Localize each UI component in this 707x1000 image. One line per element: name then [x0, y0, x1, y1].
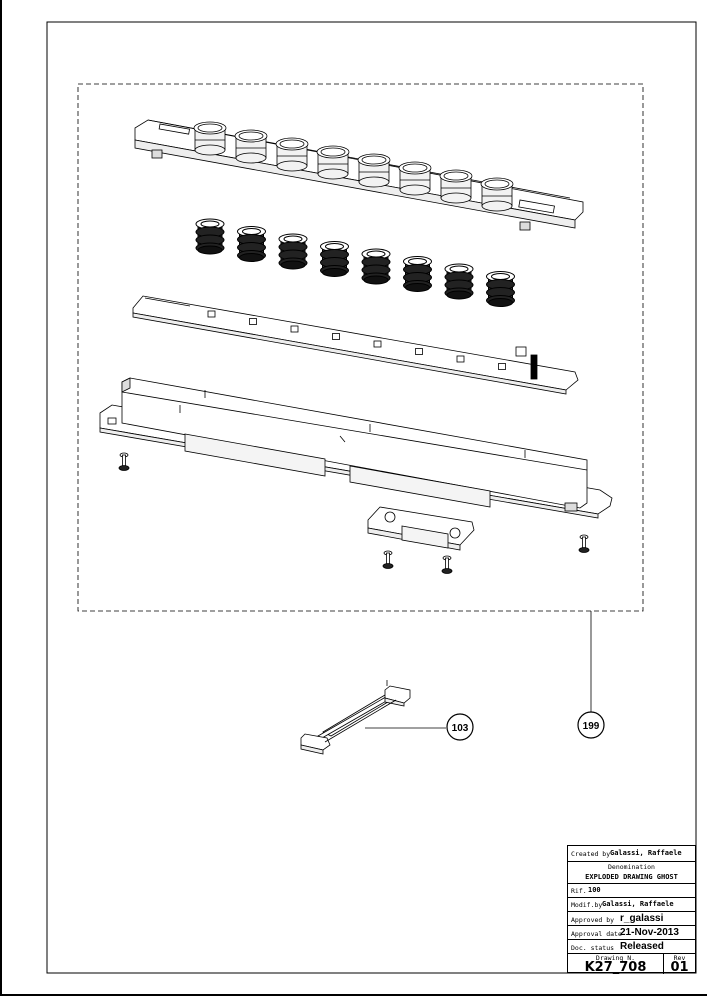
spring-cap: [237, 226, 266, 262]
spring-cap: [403, 256, 432, 292]
screw-group: [118, 452, 590, 574]
callout-103: 103: [446, 713, 474, 741]
tb-created-row: Created by Galassi, Raffaele: [568, 846, 695, 862]
screw: [441, 555, 453, 574]
tb-modified-value: Galassi, Raffaele: [602, 900, 674, 908]
title-block: Created by Galassi, Raffaele Denominatio…: [567, 845, 696, 975]
cup: [439, 169, 473, 204]
cup: [234, 129, 268, 164]
screw: [578, 534, 590, 553]
tb-rif-value: 100: [588, 886, 601, 894]
tb-status-label: Doc. status: [571, 944, 615, 952]
callout-103-label: 103: [452, 723, 469, 734]
assembly-boundary-dashed: [77, 83, 644, 612]
tb-created-value: Galassi, Raffaele: [610, 849, 682, 857]
tb-rif-row: Rif. 100: [568, 884, 695, 898]
tb-modified-row: Modif.by Galassi, Raffaele: [568, 898, 695, 912]
led-pad: [456, 355, 465, 363]
tb-created-label: Created by: [571, 850, 611, 858]
tb-approved-label: Approved by: [571, 916, 615, 924]
drawing-border: [46, 21, 697, 974]
led-pad: [207, 310, 216, 318]
spring-cap: [195, 218, 225, 255]
cup: [480, 177, 514, 212]
cup: [398, 161, 432, 196]
tb-denomination-row: Denomination EXPLODED DRAWING GHOST: [568, 862, 695, 884]
cup: [316, 145, 350, 180]
tb-denomination-label: Denomination: [608, 863, 655, 871]
cup: [193, 121, 227, 156]
spring-cap: [320, 241, 349, 277]
spring-cap: [444, 263, 474, 300]
tb-status-row: Doc. status Released: [568, 940, 695, 954]
tb-drawing-row: Drawing N. K27_708 Rev 01: [568, 954, 696, 975]
flat-cable-part: [300, 680, 411, 755]
mounting-bracket: [367, 506, 475, 551]
callout-199-label: 199: [583, 721, 600, 732]
led-pad: [498, 363, 506, 370]
pcb-strip: [132, 295, 579, 395]
spring-cap: [361, 248, 391, 285]
tb-modified-label: Modif.by: [571, 901, 603, 909]
tb-drawing-cell: Drawing N. K27_708: [568, 954, 664, 975]
led-pad: [332, 333, 340, 340]
tb-drawing-label: Drawing N.: [595, 954, 636, 962]
cup: [275, 137, 309, 172]
bottom-housing: [99, 377, 613, 519]
tb-approved-row: Approved by r_galassi: [568, 912, 695, 926]
tb-date-row: Approval date 21-Nov-2013: [568, 926, 695, 940]
tb-rif-label: Rif.: [571, 887, 587, 895]
screw: [382, 550, 394, 569]
cup: [357, 153, 391, 188]
tb-drawing-value: K27_708: [584, 960, 647, 975]
callout-199: 199: [577, 711, 605, 739]
cup-row: [193, 121, 514, 212]
spring-cap: [278, 233, 308, 270]
tb-date-value: 21-Nov-2013: [620, 927, 679, 938]
led-pad: [373, 340, 382, 348]
tb-status-value: Released: [620, 941, 664, 952]
tb-rev-label: Rev: [673, 954, 686, 962]
led-pad: [249, 318, 257, 325]
screw: [118, 452, 130, 471]
tb-date-label: Approval date: [571, 930, 622, 938]
led-pad: [290, 325, 299, 333]
tb-rev-cell: Rev 01: [663, 954, 696, 975]
tb-denomination-value: EXPLODED DRAWING GHOST: [585, 873, 678, 881]
led-pad: [415, 348, 423, 355]
tb-rev-value: 01: [670, 960, 689, 975]
spring-cap: [486, 271, 515, 307]
tb-approved-value: r_galassi: [620, 913, 664, 924]
spring-cap-row: [195, 218, 515, 307]
